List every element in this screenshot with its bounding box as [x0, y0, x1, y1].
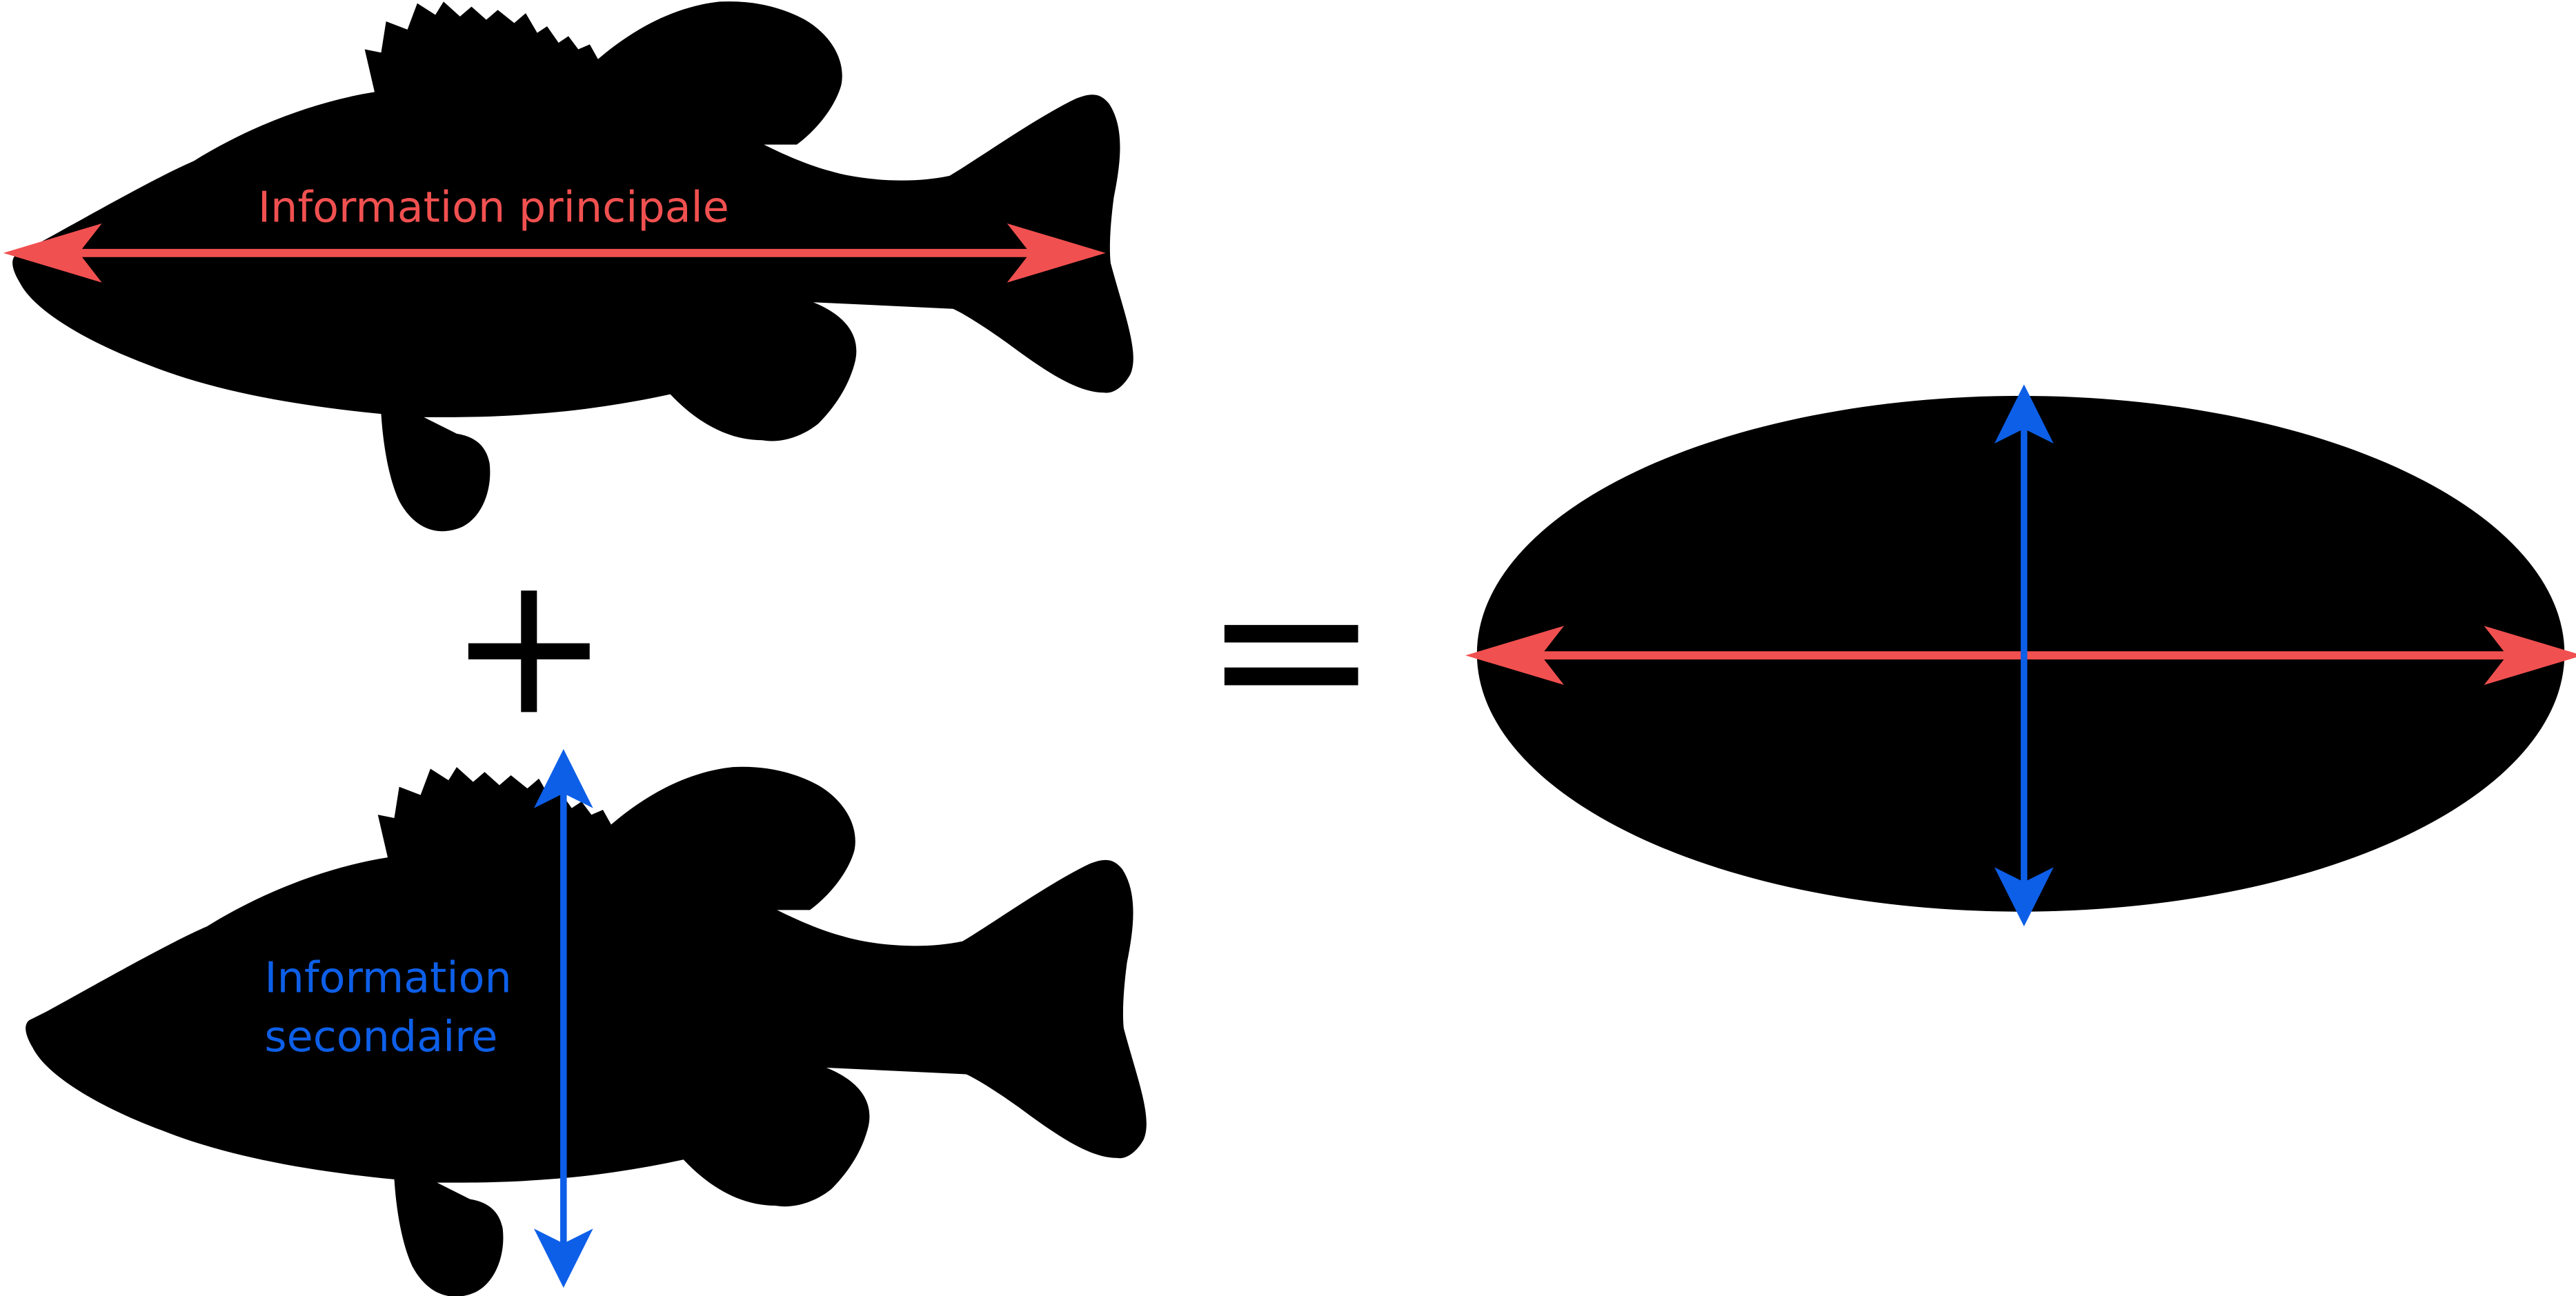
fish-silhouette-top — [12, 1, 1133, 532]
fish-silhouette-bottom — [26, 766, 1147, 1296]
equals-sign: = — [1202, 525, 1380, 773]
label-secondary-line1: Information — [264, 953, 511, 1002]
plus-sign: + — [448, 532, 610, 758]
label-secondary-line2: secondaire — [264, 1012, 497, 1061]
label-primary: Information principale — [258, 183, 729, 232]
